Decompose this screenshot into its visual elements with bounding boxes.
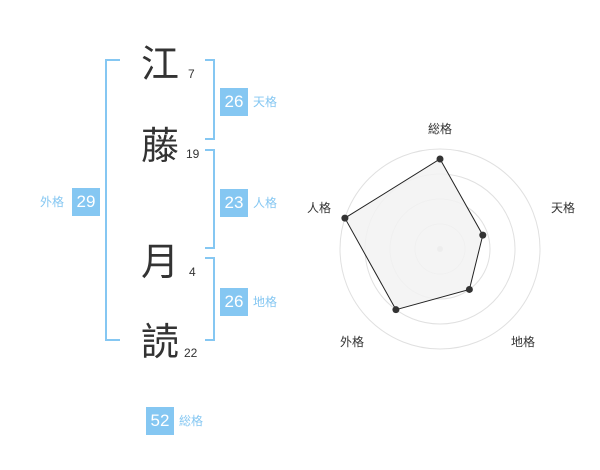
tenkaku-badge: 26 — [220, 88, 248, 116]
chikaku-label: 地格 — [253, 295, 278, 309]
radar-grid-circle — [339, 148, 541, 350]
jinkaku-value: 23 — [224, 193, 244, 212]
gaikaku-value: 29 — [76, 192, 96, 211]
radar-point-4 — [341, 214, 349, 222]
radar-label-gaikaku: 外格 — [340, 335, 365, 349]
radar-point-3 — [392, 306, 400, 314]
name-char-3: 月 — [141, 240, 180, 284]
stroke-count-1: 7 — [188, 67, 195, 81]
radar-label-jinkaku: 人格 — [307, 201, 332, 215]
tenkaku-value: 26 — [224, 92, 244, 111]
stroke-count-3: 4 — [189, 265, 196, 279]
gaikaku-label: 外格 — [40, 195, 65, 209]
radar-label-soukaku: 総格 — [428, 122, 453, 136]
radar-polygon — [344, 158, 484, 311]
radar-label-tenkaku: 天格 — [551, 201, 576, 215]
gaikaku-bracket — [105, 59, 120, 341]
jinkaku-bracket — [205, 149, 215, 249]
radar-point-0 — [436, 155, 444, 163]
soukaku-value: 52 — [150, 411, 170, 430]
stroke-count-2: 19 — [186, 147, 200, 161]
radar-point-1 — [479, 231, 487, 239]
name-char-4: 読 — [141, 320, 180, 364]
soukaku-badge: 52 — [146, 407, 174, 435]
stroke-count-4: 22 — [184, 346, 198, 360]
tenkaku-label: 天格 — [253, 95, 278, 109]
name-char-1: 江 — [141, 42, 180, 86]
radar-label-chikaku: 地格 — [511, 335, 536, 349]
tenkaku-bracket — [205, 59, 215, 140]
name-char-2: 藤 — [141, 124, 180, 168]
chikaku-bracket — [205, 257, 215, 341]
soukaku-label: 総格 — [179, 414, 204, 428]
jinkaku-label: 人格 — [253, 196, 278, 210]
jinkaku-badge: 23 — [220, 189, 248, 217]
chikaku-badge: 26 — [220, 288, 248, 316]
gaikaku-badge: 29 — [72, 188, 100, 216]
chikaku-value: 26 — [224, 292, 244, 311]
radar-point-2 — [465, 285, 473, 293]
